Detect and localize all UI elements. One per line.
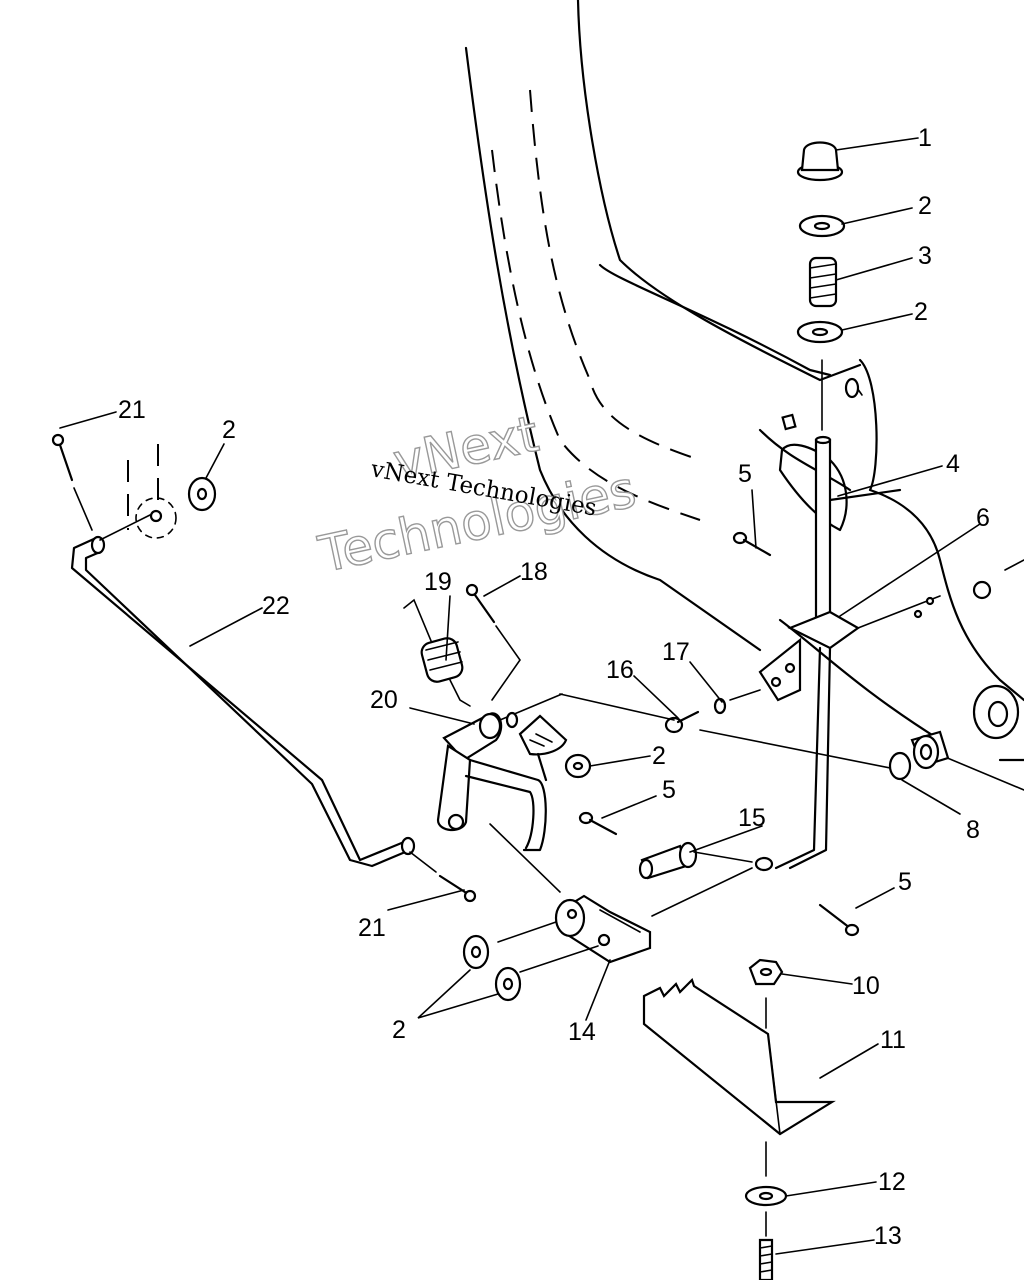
callout-2: 2 [914, 298, 928, 326]
part-5-bolt-mid [578, 811, 618, 836]
callout-5: 5 [898, 868, 912, 896]
axis-16 [559, 693, 675, 721]
callout-18: 18 [520, 558, 548, 586]
part-2-washer-lower [796, 320, 844, 344]
callout-12: 12 [878, 1168, 906, 1196]
callout-2: 2 [918, 192, 932, 220]
part-18-pin [465, 583, 521, 701]
part-22-rod [70, 535, 416, 868]
callout-22: 22 [262, 592, 290, 620]
part-16-bolt [664, 710, 700, 734]
callout-15: 15 [738, 804, 766, 832]
part-6-bracket [758, 610, 861, 702]
callout-2: 2 [392, 1016, 406, 1044]
callout-6: 6 [976, 504, 990, 532]
callout-8: 8 [966, 816, 980, 844]
callout-5: 5 [662, 776, 676, 804]
part-20-arm [436, 712, 568, 852]
callout-20: 20 [370, 686, 398, 714]
part-15-pin [638, 841, 698, 880]
part-10-nut [748, 958, 784, 986]
callout-2: 2 [222, 416, 236, 444]
callout-14: 14 [568, 1018, 596, 1046]
part-2-washer-top [798, 214, 846, 238]
part-4-shaft [814, 435, 832, 642]
callout-16: 16 [606, 656, 634, 684]
callout-21: 21 [358, 914, 386, 942]
part-8-bushing [888, 730, 950, 781]
callout-5: 5 [738, 460, 752, 488]
part-5-bolt-upper [732, 531, 772, 557]
part-13-bolt [758, 1238, 774, 1280]
callout-3: 3 [918, 242, 932, 270]
part-2-washer-lower-right [494, 966, 522, 1002]
part-2-washer-mid [564, 753, 592, 779]
callout-10: 10 [852, 972, 880, 1000]
callout-21: 21 [118, 396, 146, 424]
part-2-washer-lower-left [462, 934, 490, 970]
part-3-spring [808, 256, 838, 308]
part-14-mount [554, 894, 652, 964]
callout-4: 4 [946, 450, 960, 478]
watermark: vNext Technologies vNext Technologies [313, 404, 642, 585]
part-19-spring [403, 598, 471, 707]
part-21-pin-lower [438, 874, 477, 903]
fender-body [464, 0, 1024, 791]
callout-labels: 1 2 3 2 21 2 4 5 6 19 18 22 16 17 20 2 5… [118, 124, 990, 1250]
axis-22 [99, 514, 151, 541]
callout-19: 19 [424, 568, 452, 596]
part-17-washer [713, 697, 727, 715]
part-1-cap [796, 141, 844, 182]
callout-13: 13 [874, 1222, 902, 1250]
part-5-bolt-lower [818, 903, 860, 937]
part-12-washer [744, 1185, 788, 1207]
callout-2: 2 [652, 742, 666, 770]
callout-17: 17 [662, 638, 690, 666]
part-2-washer-left [187, 476, 217, 512]
pedal-rod [754, 646, 832, 872]
callout-11: 11 [880, 1026, 906, 1054]
callout-1: 1 [918, 124, 932, 152]
part-21-pin-upper [51, 433, 74, 482]
part-11-foot-plate [642, 977, 836, 1136]
leader-lines [59, 137, 981, 1255]
